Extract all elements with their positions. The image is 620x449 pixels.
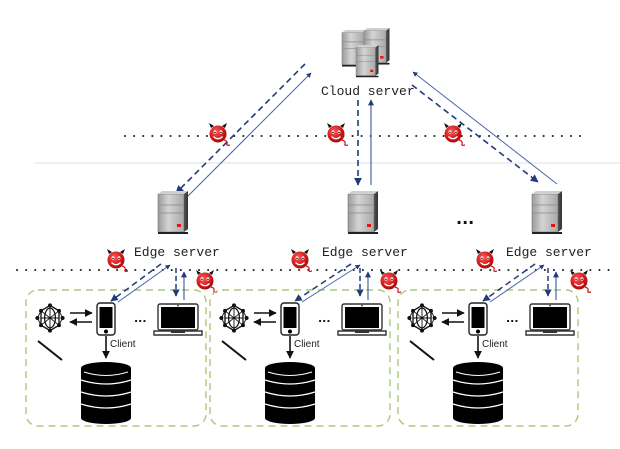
device-ellipsis: ... [318,312,331,325]
client-cluster: Client... [209,263,391,427]
laptop-icon [525,303,575,336]
cloud-to-edge3-dashed [411,84,539,183]
server-tower-icon [531,190,563,235]
devil-attacker-icon [326,122,349,146]
neural-network-icon [406,302,438,334]
edge-server-2: Edge server [322,190,408,260]
edge-to-client-dashed-arrow [482,263,536,302]
edge-server-label: Edge server [506,245,592,260]
devil-attacker-icon [569,269,592,293]
server-tower-icon [157,190,189,235]
client-label: Client [482,339,508,350]
edge-server-3: Edge server [506,190,592,260]
edge-server-label: Edge server [134,245,220,260]
client-cluster: Client... [25,263,207,427]
devil-attacker-icon [195,269,218,293]
edge1-to-cloud-dashed [175,63,306,194]
server-cluster-icon [341,27,390,78]
cloud-server-label: Cloud server [321,84,415,99]
database-icon [264,361,316,425]
client-to-edge-arrow [301,264,361,303]
model-database-link [221,340,247,361]
model-database-link [37,340,63,361]
database-icon [80,361,132,425]
edge1-to-cloud-solid [185,72,312,199]
client-to-edge-arrow [117,264,171,303]
cluster-border [25,289,207,427]
edge3-to-cloud-solid [412,71,558,185]
cloud-server: Cloud server [321,27,415,99]
smartphone-icon [280,302,300,336]
devil-attacker-icon [443,122,466,146]
edge-server-1: Edge server [134,190,220,260]
model-database-link [409,340,435,361]
device-ellipsis: ... [506,312,519,325]
devil-attacker-icon [475,248,498,272]
database-icon [452,361,504,425]
cluster-border [397,289,579,427]
smartphone-icon [468,302,488,336]
neural-network-icon [218,302,250,334]
devil-attacker-icon [106,248,129,272]
cloud-edge-links [175,63,558,199]
devil-attacker-icon [208,122,231,146]
edge-ellipsis: ... [456,209,474,228]
edge-to-client-dashed-arrow [110,263,162,302]
client-to-edge-arrow [489,264,545,303]
device-ellipsis: ... [134,312,147,325]
client-cluster: Client... [397,263,579,427]
client-label: Client [110,339,136,350]
edge-server-label: Edge server [322,245,408,260]
edge-to-client-dashed-arrow [294,263,352,302]
smartphone-icon [96,302,116,336]
cluster-border [209,289,391,427]
devil-attacker-icon [379,269,402,293]
client-label: Client [294,339,320,350]
neural-network-icon [34,302,66,334]
server-tower-icon [347,190,379,235]
laptop-icon [337,303,387,336]
devil-attacker-icon [290,248,313,272]
laptop-icon [153,303,203,336]
